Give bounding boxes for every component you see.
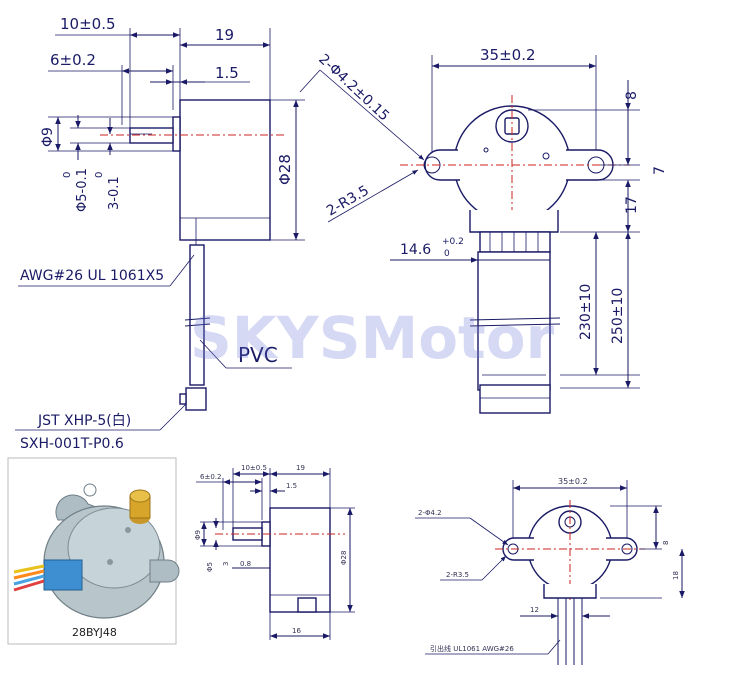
connector-housing: [185, 387, 207, 411]
watermark: SKYSMotor: [190, 304, 555, 372]
dim-shaft-dia: Φ5-0.1: [75, 168, 90, 212]
side-view-top: 10±0.5 19 6±0.2 1.5 Φ9 Φ5-0.: [15, 15, 305, 452]
small-dim-mount-radius: 2-R3.5: [446, 571, 469, 579]
dim-body-depth: 19: [215, 26, 234, 44]
small-dim-flat-width: 3: [222, 562, 230, 566]
side-view-bottom: 10±0.5 19 6±0.2 1.5 Φ9 Φ5 3 0.8 Φ28 16: [194, 464, 355, 640]
wire-spec-label: AWG#26 UL 1061X5: [20, 268, 164, 284]
dim-body-dia: Φ28: [276, 154, 294, 185]
dim-boss-height: 1.5: [215, 64, 239, 82]
dim-lead-length-1: 230±10: [578, 284, 594, 340]
dim-flat-length: 6±0.2: [50, 51, 96, 69]
dim-cable-width-tol-plus: +0.2: [442, 237, 464, 247]
small-dim-body-dia: Φ28: [340, 551, 348, 565]
small-dim-boss-dia: Φ9: [194, 530, 202, 540]
small-dim-shaft-offset: 8: [662, 541, 670, 545]
dim-cable-width-tol-minus: 0: [444, 249, 450, 259]
front-view-top: 35±0.2 2-Φ4.2±0.15: [299, 46, 668, 414]
sleeve-label: PVC: [238, 343, 278, 367]
dim-shaft-offset: 8: [624, 91, 640, 100]
dim-cable-width: 14.6: [400, 242, 431, 258]
photo-connector: [43, 559, 83, 591]
motor-photo: 28BYJ48: [7, 457, 180, 645]
dim-boss-dia: Φ9: [40, 127, 56, 147]
small-dim-shaft-dia: Φ5: [206, 562, 214, 572]
connector-label: JST XHP-5(白): [37, 413, 131, 429]
front-view-bottom: 35±0.2 2-Φ4.2 2-R3.5 8 18 12 引出线 UL1: [415, 477, 685, 665]
small-dim-base: 16: [292, 627, 301, 635]
small-dim-shaft-length: 10±0.5: [241, 464, 267, 472]
small-dim-body-depth: 19: [296, 464, 305, 472]
dim-hole-spacing: 35±0.2: [480, 46, 536, 64]
small-dim-plate: 0.8: [240, 560, 251, 568]
terminal-label: SXH-001T-P0.6: [20, 436, 124, 452]
dim-shaft-dia-tol: 0: [62, 172, 73, 178]
small-dim-flat-length: 6±0.2: [200, 473, 221, 481]
small-dim-hole-spacing: 35±0.2: [558, 477, 588, 486]
small-dim-cable-width: 12: [530, 606, 539, 614]
small-lead-note: 引出线 UL1061 AWG#26: [430, 644, 514, 653]
cable-bundle: [189, 244, 205, 386]
small-dim-boss-height: 1.5: [286, 482, 297, 490]
small-dim-center-to-edge: 18: [672, 571, 680, 580]
photo-model-label: 28BYJ48: [72, 626, 117, 639]
small-dim-mount-holes: 2-Φ4.2: [418, 509, 442, 517]
dim-flat-width-tol: 0: [94, 172, 105, 178]
dim-shaft-length: 10±0.5: [60, 15, 116, 33]
dim-center-to-edge: 17: [624, 196, 640, 214]
lead-wires: [477, 251, 551, 391]
lead-connector: [479, 384, 551, 414]
dim-lead-length-2: 250±10: [610, 288, 626, 344]
dim-mount-holes: 2-Φ4.2±0.15: [315, 51, 392, 124]
dim-flat-width: 3-0.1: [107, 176, 122, 210]
dim-hole-offset: 7: [652, 166, 668, 175]
